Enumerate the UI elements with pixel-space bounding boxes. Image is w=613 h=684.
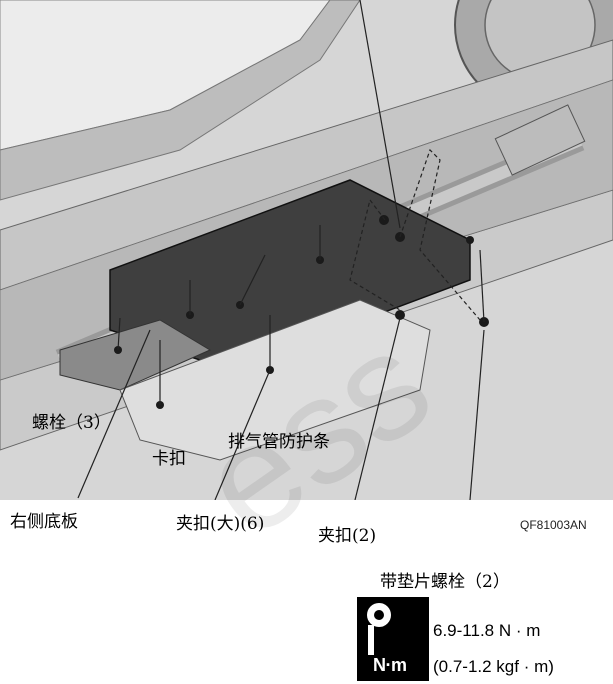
label-clip: 卡扣 bbox=[152, 449, 186, 469]
label-right-floor-panel: 右侧底板 bbox=[10, 512, 78, 532]
label-bolt-3: 螺栓（3） bbox=[32, 413, 111, 433]
torque-value-nm: 6.9-11.8 N · m bbox=[433, 621, 541, 640]
label-clip-large-6: 夹扣(大)(6) bbox=[176, 514, 265, 534]
label-exhaust-pipe-guard: 排气管防护条 bbox=[228, 432, 330, 452]
figure-code: QF81003AN bbox=[520, 518, 587, 532]
torque-wrench-icon: N·m bbox=[357, 597, 429, 681]
label-washer-bolt-2: 带垫片螺栓（2） bbox=[380, 572, 510, 592]
underbody-illustration bbox=[0, 0, 613, 500]
torque-unit-icon-text: N·m bbox=[373, 655, 407, 675]
torque-value-kgf: (0.7-1.2 kgf · m) bbox=[433, 657, 554, 676]
label-clip-2: 夹扣(2) bbox=[318, 526, 377, 546]
